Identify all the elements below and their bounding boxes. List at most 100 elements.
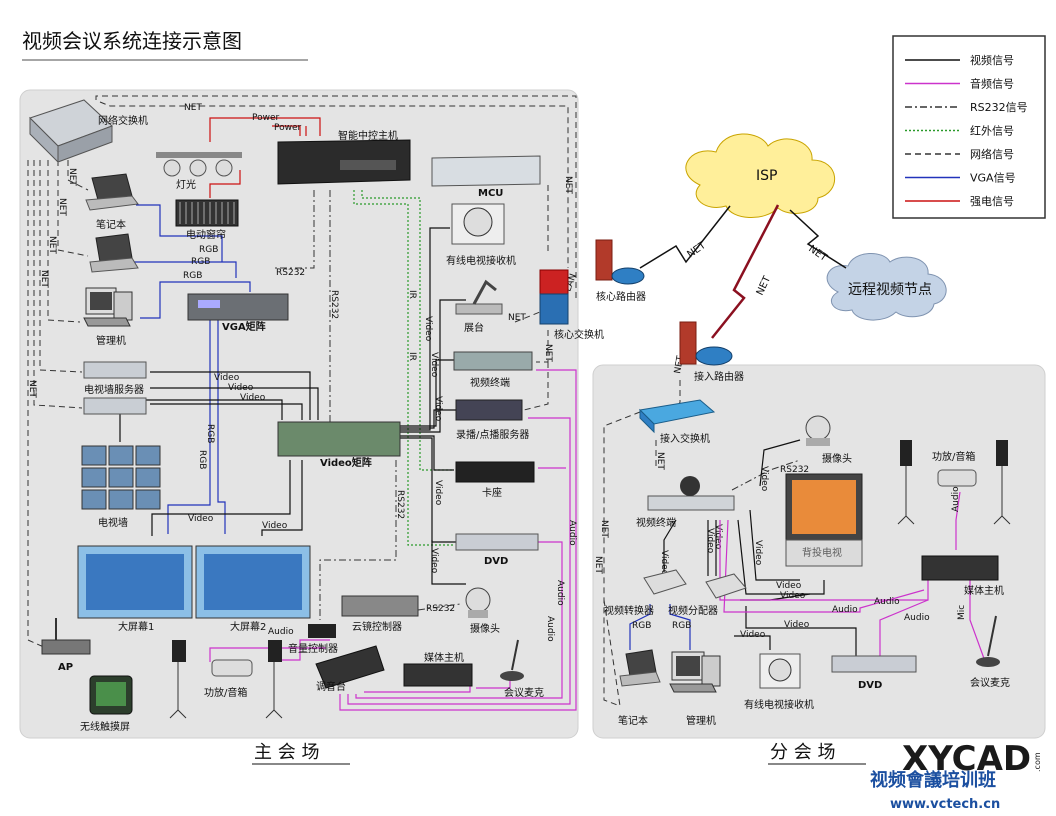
mic-main[interactable]: 会议麦克 bbox=[500, 639, 544, 699]
video-terminal-main[interactable]: 视频终端 bbox=[453, 351, 533, 389]
mic-branch-label: Mic bbox=[957, 605, 967, 620]
rgb-branch-2: RGB bbox=[672, 621, 691, 631]
rgb-label-1: RGB bbox=[199, 245, 218, 255]
video-label-4: Video bbox=[188, 514, 214, 524]
access-router[interactable]: 接入路由器 bbox=[679, 321, 744, 383]
access-point[interactable]: AP bbox=[41, 618, 91, 673]
dvd-branch[interactable]: DVD bbox=[831, 655, 917, 691]
page-title: 视频会议系统连接示意图 bbox=[22, 29, 242, 53]
video-matrix[interactable]: Video矩阵 bbox=[277, 421, 401, 469]
rgb-label-4: RGB bbox=[205, 424, 215, 443]
audio-label-4: Audio bbox=[268, 627, 294, 637]
video-label-2: Video bbox=[228, 383, 254, 393]
switch-label: 网络交换机 bbox=[98, 114, 148, 127]
camera-branch[interactable]: 摄像头 bbox=[805, 415, 852, 465]
cable-tv-receiver-branch[interactable]: 有线电视接收机 bbox=[744, 653, 814, 711]
touch-label: 无线触摸屏 bbox=[80, 720, 130, 733]
record-server[interactable]: 录播/点播服务器 bbox=[455, 399, 529, 441]
rear-projection-tv[interactable]: 背投电视 bbox=[785, 473, 863, 567]
net-label-server: NET bbox=[39, 270, 49, 288]
central-controller[interactable]: 智能中控主机 bbox=[277, 129, 411, 185]
video-terminal-main-label: 视频终端 bbox=[470, 376, 510, 389]
stage-lights[interactable]: 灯光 bbox=[156, 152, 242, 191]
volume-controller[interactable]: 音量控制器 bbox=[288, 624, 338, 655]
net-label-laptop: NET bbox=[67, 168, 77, 186]
branch-site-panel bbox=[592, 364, 1046, 739]
electric-curtain[interactable]: 电动窗帘 bbox=[175, 199, 239, 241]
media-host-main-label: 媒体主机 bbox=[424, 651, 464, 664]
core-switch[interactable]: 核心交换机 bbox=[539, 269, 604, 341]
rgb-branch-1: RGB bbox=[632, 621, 651, 631]
branch-rs232 bbox=[731, 459, 801, 491]
video-distributor[interactable]: 视频分配器 bbox=[668, 573, 747, 617]
big-screen-2[interactable]: 大屏幕2 bbox=[195, 545, 311, 633]
mixer[interactable]: 调音台 bbox=[315, 645, 385, 693]
legend-label-2: RS232信号 bbox=[970, 101, 1028, 114]
net-label-ap: NET bbox=[27, 380, 37, 398]
ptz-controller[interactable]: 云镜控制器 bbox=[341, 595, 419, 633]
access-switch-label: 接入交换机 bbox=[660, 432, 710, 445]
video-branch-1: Video bbox=[659, 550, 669, 576]
legend-label-3: 红外信号 bbox=[970, 125, 1014, 138]
laptop-1[interactable]: 笔记本 bbox=[85, 173, 139, 231]
tv-wall-screen bbox=[135, 467, 161, 488]
access-switch[interactable]: 接入交换机 bbox=[638, 399, 716, 445]
camera-branch-label: 摄像头 bbox=[822, 452, 852, 465]
media-host-branch[interactable]: 媒体主机 bbox=[921, 555, 1004, 597]
mic-branch-device-label: 会议麦克 bbox=[970, 676, 1010, 689]
watermark-cn: 视频會議培训班 bbox=[870, 769, 996, 791]
watermark-url: www.vctech.cn bbox=[890, 797, 1000, 812]
video-label-5: Video bbox=[262, 521, 288, 531]
camera-main[interactable]: 摄像头 bbox=[465, 587, 500, 635]
volume-label: 音量控制器 bbox=[288, 642, 338, 655]
video-converter[interactable]: 视频转换器 bbox=[604, 569, 687, 617]
ptz-label: 云镜控制器 bbox=[352, 620, 402, 633]
net-label-branch-3: NET bbox=[655, 452, 665, 470]
tv-wall-screen bbox=[135, 445, 161, 466]
lights-label: 灯光 bbox=[176, 178, 196, 191]
vga-matrix-label: VGA矩阵 bbox=[222, 320, 266, 333]
cable-tv-receiver[interactable]: 有线电视接收机 bbox=[446, 203, 516, 267]
core-router[interactable]: 核心路由器 bbox=[595, 239, 646, 303]
network-switch-main[interactable]: 网络交换机 bbox=[29, 99, 148, 164]
net-label-laptop2: NET bbox=[57, 198, 67, 216]
rs232-label-1: RS232 bbox=[276, 268, 305, 278]
management-pc[interactable]: 管理机 bbox=[83, 287, 133, 347]
watermark: XYCAD .com 视频會議培训班 www.vctech.cn bbox=[870, 739, 1042, 812]
tv-wall-screen bbox=[81, 445, 107, 466]
amp-speakers-main[interactable]: 功放/音箱 bbox=[169, 640, 283, 719]
cassette-deck[interactable]: 卡座 bbox=[455, 461, 535, 499]
watermark-brand: XYCAD bbox=[902, 739, 1031, 779]
distributor-label: 视频分配器 bbox=[668, 604, 718, 617]
dvd-main[interactable]: DVD bbox=[455, 533, 539, 567]
laptop-2[interactable] bbox=[89, 233, 139, 273]
mcu[interactable]: MCU bbox=[431, 155, 541, 199]
wan-net-label-3: NET bbox=[806, 243, 829, 264]
management-pc-branch[interactable]: 管理机 bbox=[669, 651, 721, 727]
tv-receiver-label: 有线电视接收机 bbox=[446, 254, 516, 267]
remote-node-cloud: 远程视频节点 bbox=[826, 253, 947, 321]
media-host-main[interactable]: 媒体主机 bbox=[403, 651, 473, 687]
tv-wall-server[interactable]: 电视墙服务器 bbox=[83, 361, 147, 415]
net-label-mgr: NET bbox=[47, 236, 57, 254]
rgb-label-2: RGB bbox=[191, 257, 210, 267]
tv-wall[interactable] bbox=[81, 445, 161, 510]
audio-branch-2: Audio bbox=[832, 605, 858, 615]
mic-branch[interactable]: 会议麦克 bbox=[970, 615, 1010, 689]
core-router-label: 核心路由器 bbox=[596, 290, 646, 303]
net-label-core: NET bbox=[543, 344, 553, 362]
wireless-touch-screen[interactable]: 无线触摸屏 bbox=[80, 675, 133, 733]
big-screen-1[interactable]: 大屏幕1 bbox=[77, 545, 193, 633]
amp-speakers-branch[interactable]: 功放/音箱 bbox=[897, 440, 1011, 525]
booth-label: 展台 bbox=[464, 321, 484, 334]
video-terminal-branch[interactable]: 视频终端 bbox=[636, 476, 735, 529]
laptop-branch[interactable]: 笔记本 bbox=[618, 649, 661, 727]
tv-wall-screen bbox=[108, 445, 134, 466]
video-branch-4: Video bbox=[753, 540, 763, 566]
tv-wall-screen bbox=[81, 467, 107, 488]
vga-matrix[interactable]: VGA矩阵 bbox=[187, 293, 289, 333]
curtain-label: 电动窗帘 bbox=[186, 228, 226, 241]
video-branch-3: Video bbox=[713, 524, 723, 550]
document-camera[interactable]: 展台 bbox=[455, 279, 503, 334]
main-site-label: 主 会 场 bbox=[254, 742, 319, 763]
